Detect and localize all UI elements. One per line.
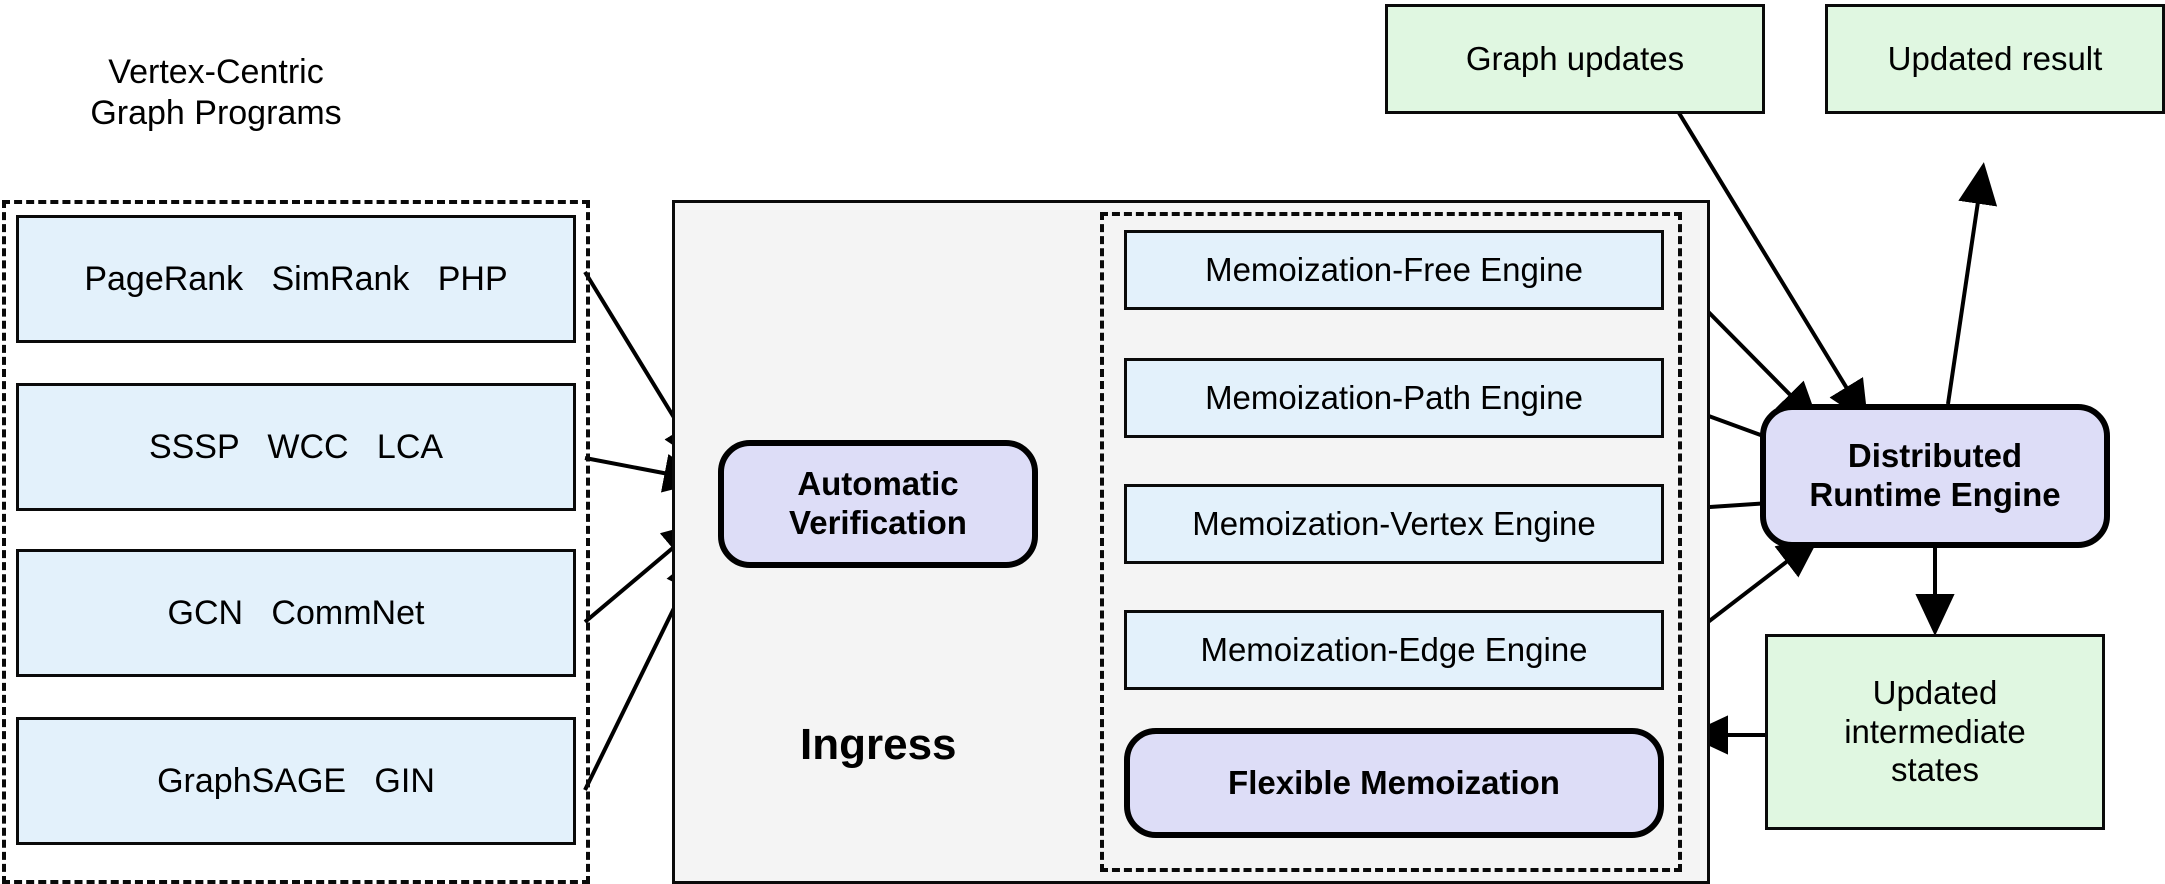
distributed-runtime-engine-label: Distributed Runtime Engine [1809, 437, 2061, 513]
io-box-label: Updated intermediate states [1844, 673, 2026, 789]
ingress-label: Ingress [800, 720, 957, 769]
memoization-engines-group [1100, 212, 1682, 872]
engine-box-label: Memoization-Edge Engine [1200, 630, 1588, 668]
engine-box-memoization-free[interactable]: Memoization-Free Engine [1124, 230, 1664, 310]
program-box-label: GCN CommNet [167, 593, 425, 632]
program-box-label: SSSP WCC LCA [148, 427, 444, 466]
flexible-memoization-label: Flexible Memoization [1228, 763, 1560, 801]
engine-box-label: Memoization-Path Engine [1205, 378, 1583, 416]
automatic-verification-label: Automatic Verification [789, 465, 967, 541]
program-box-label: GraphSAGE GIN [157, 761, 435, 800]
engine-box-label: Memoization-Vertex Engine [1192, 504, 1596, 542]
io-box-label: Updated result [1887, 39, 2103, 77]
automatic-verification-node[interactable]: Automatic Verification [718, 440, 1038, 568]
edge-runtime-to-updated-result [1946, 162, 1998, 405]
flexible-memoization-node[interactable]: Flexible Memoization [1124, 728, 1664, 838]
page-title: Vertex-Centric Graph Programs [90, 53, 342, 133]
program-box-label: PageRank SimRank PHP [84, 259, 508, 298]
vertex-centric-programs-group [2, 200, 590, 884]
io-box-updated-result[interactable]: Updated result [1825, 4, 2165, 114]
engine-box-memoization-edge[interactable]: Memoization-Edge Engine [1124, 610, 1664, 690]
io-box-updated-intermediate-states[interactable]: Updated intermediate states [1765, 634, 2105, 830]
program-box-graphsage[interactable]: GraphSAGE GIN [16, 717, 576, 845]
distributed-runtime-engine-node[interactable]: Distributed Runtime Engine [1760, 404, 2110, 548]
engine-box-memoization-path[interactable]: Memoization-Path Engine [1124, 358, 1664, 438]
program-box-gcn[interactable]: GCN CommNet [16, 549, 576, 677]
engine-box-memoization-vertex[interactable]: Memoization-Vertex Engine [1124, 484, 1664, 564]
program-box-sssp[interactable]: SSSP WCC LCA [16, 383, 576, 511]
engine-box-label: Memoization-Free Engine [1205, 250, 1583, 288]
io-box-graph-updates[interactable]: Graph updates [1385, 4, 1765, 114]
program-box-pagerank[interactable]: PageRank SimRank PHP [16, 215, 576, 343]
io-box-label: Graph updates [1465, 39, 1685, 77]
